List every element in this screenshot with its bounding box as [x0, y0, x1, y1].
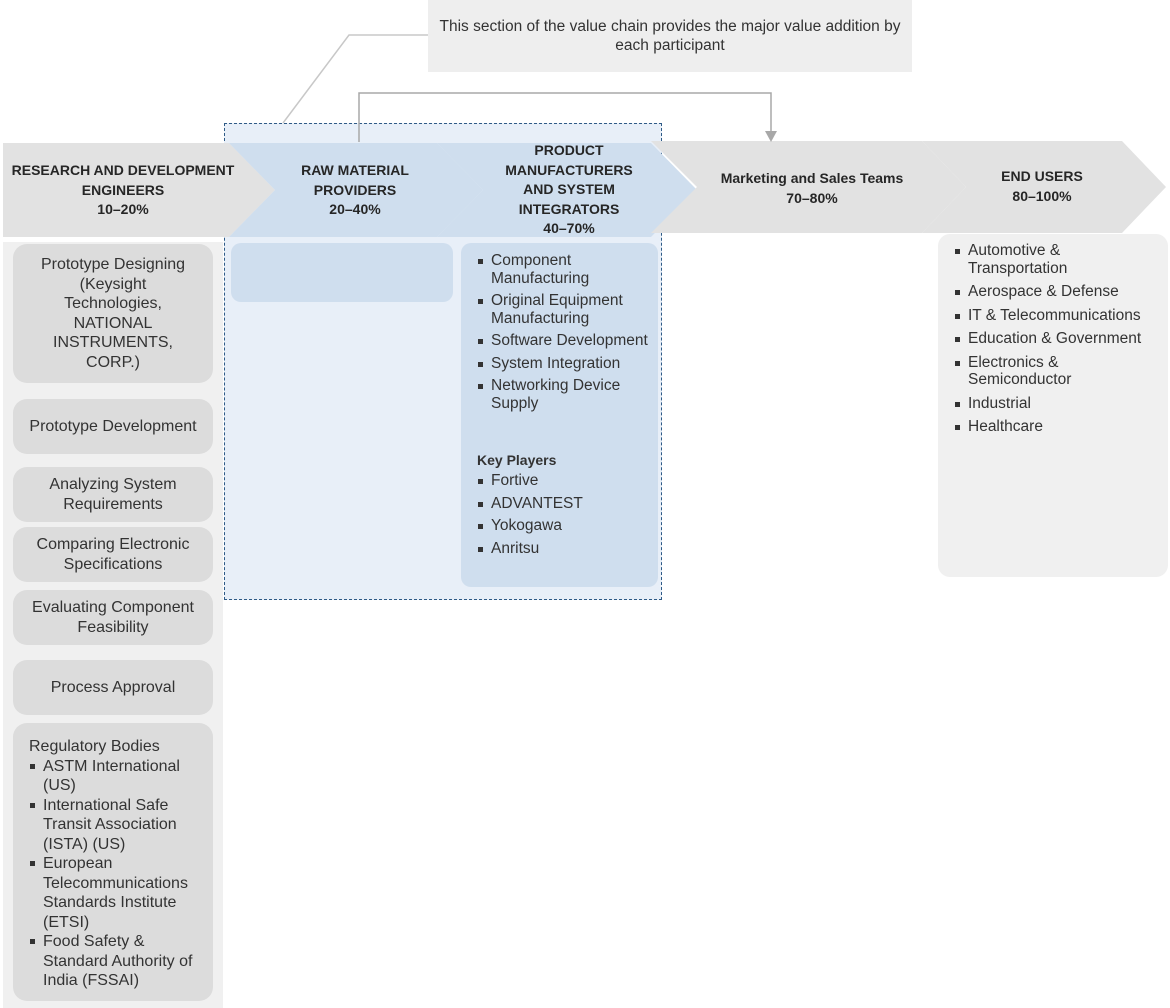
end-user-item: IT & Telecommunications — [954, 307, 1160, 325]
callout-text: This section of the value chain provides… — [439, 18, 901, 54]
end-user-item: Industrial — [954, 395, 1160, 413]
card-text: Analyzing System Requirements — [49, 476, 177, 513]
key-player-item: Yokogawa — [477, 517, 650, 535]
activity-item: Original Equipment Manufacturing — [477, 292, 650, 327]
stage-share: 40–70% — [543, 220, 595, 236]
regulatory-item: Food Safety & Standard Authority of Indi… — [29, 932, 203, 991]
stage-share: 20–40% — [329, 201, 381, 217]
stage-label-end-users: END USERS 80–100% — [972, 167, 1112, 206]
key-players-title: Key Players — [477, 452, 557, 468]
stage-label-product: PRODUCT MANUFACTURERS AND SYSTEM INTEGRA… — [499, 141, 639, 239]
rnd-card-comparing-specifications: Comparing Electronic Specifications — [13, 527, 213, 582]
stage-share: 70–80% — [786, 189, 838, 206]
stage-name: Marketing and Sales Teams — [720, 170, 904, 186]
card-text: Comparing Electronic Specifications — [36, 536, 190, 573]
product-activities-list: Component Manufacturing Original Equipme… — [477, 252, 650, 412]
stage-label-marketing: Marketing and Sales Teams 70–80% — [705, 169, 919, 208]
rnd-card-prototype-development: Prototype Development — [13, 399, 213, 454]
stage-arrow-marketing — [651, 141, 966, 233]
product-details-box: Component Manufacturing Original Equipme… — [461, 243, 658, 587]
end-users-panel — [938, 234, 1168, 577]
end-users-list: Automotive & Transportation Aerospace & … — [954, 242, 1160, 436]
callout-leader-line — [282, 34, 428, 124]
card-text: Process Approval — [50, 678, 176, 696]
key-player-item: Fortive — [477, 472, 650, 490]
rnd-card-regulatory-bodies: Regulatory Bodies ASTM International (US… — [13, 723, 213, 1001]
activity-item: System Integration — [477, 355, 650, 373]
stage-arrow-end-users — [922, 141, 1166, 233]
regulatory-item: European Telecommunications Standards In… — [29, 854, 203, 932]
stage-arrow-raw-material — [229, 143, 483, 237]
stage-label-rnd: RESEARCH AND DEVELOPMENT ENGINEERS 10–20… — [8, 161, 238, 220]
end-users-content: Automotive & Transportation Aerospace & … — [954, 242, 1160, 442]
raw-material-box — [231, 243, 453, 302]
end-user-item: Automotive & Transportation — [954, 242, 1160, 277]
stage-share: 80–100% — [1012, 187, 1072, 204]
end-user-item: Aerospace & Defense — [954, 283, 1160, 301]
stage-name: RESEARCH AND DEVELOPMENT ENGINEERS — [11, 162, 235, 198]
end-user-item: Education & Government — [954, 330, 1160, 348]
rnd-card-analyzing-requirements: Analyzing System Requirements — [13, 467, 213, 522]
stage-share: 10–20% — [97, 201, 149, 217]
end-user-item: Electronics & Semiconductor — [954, 354, 1160, 389]
stage-label-raw-material: RAW MATERIAL PROVIDERS 20–40% — [290, 161, 420, 220]
key-player-item: ADVANTEST — [477, 495, 650, 513]
value-addition-callout: This section of the value chain provides… — [428, 0, 912, 72]
activity-item: Networking Device Supply — [477, 377, 650, 412]
stage-name: RAW MATERIAL PROVIDERS — [301, 162, 409, 198]
activity-item: Component Manufacturing — [477, 252, 650, 287]
bracket-arrowhead — [765, 131, 777, 142]
rnd-card-process-approval: Process Approval — [13, 660, 213, 715]
card-text: Prototype Development — [29, 417, 197, 435]
key-players-list: Fortive ADVANTEST Yokogawa Anritsu — [477, 472, 650, 557]
stage-arrow-product — [437, 143, 697, 237]
stage-arrow-rnd — [3, 143, 275, 237]
rnd-card-evaluating-feasibility: Evaluating Component Feasibility — [13, 590, 213, 645]
card-text: Prototype Designing (Keysight Technologi… — [40, 256, 186, 371]
end-user-item: Healthcare — [954, 418, 1160, 436]
regulatory-title: Regulatory Bodies — [29, 738, 160, 755]
activity-item: Software Development — [477, 332, 650, 350]
card-text: Evaluating Component Feasibility — [32, 599, 194, 636]
regulatory-item: International Safe Transit Association (… — [29, 796, 203, 855]
stage-name: PRODUCT MANUFACTURERS AND SYSTEM INTEGRA… — [505, 142, 633, 217]
stage-name: END USERS — [1001, 168, 1083, 184]
rnd-card-prototype-designing: Prototype Designing (Keysight Technologi… — [13, 244, 213, 383]
regulatory-item: ASTM International (US) — [29, 757, 203, 796]
bracket-connector — [358, 92, 772, 142]
key-player-item: Anritsu — [477, 540, 650, 558]
regulatory-list: ASTM International (US) International Sa… — [29, 757, 203, 991]
